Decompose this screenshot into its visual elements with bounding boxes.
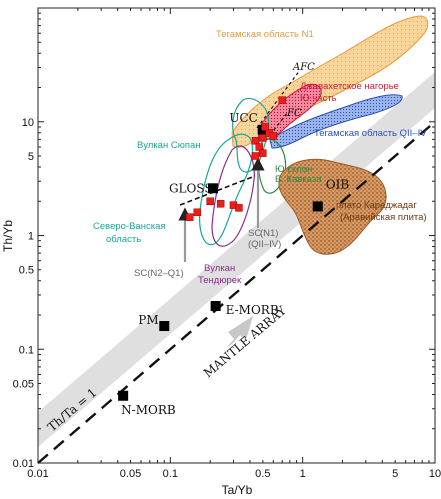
ref-point-oib — [312, 201, 323, 212]
sample-point — [193, 208, 202, 217]
y-tick-label: 10 — [22, 117, 34, 129]
sample-point — [259, 134, 267, 142]
sample-point — [251, 152, 260, 160]
sample-point — [185, 213, 194, 221]
y-tick-label: 1 — [28, 231, 34, 243]
region-label-tegam-q: Тегамская область QII–IV — [314, 128, 427, 139]
region-label-north-van-1: Северо-Ванская — [93, 221, 166, 232]
x-tick-label: 10 — [429, 468, 441, 480]
y-tick-label: 0.01 — [13, 458, 34, 470]
ref-label-oib: OIB — [326, 177, 350, 191]
x-tick-label: 0.5 — [255, 468, 270, 480]
x-tick-label: 0.05 — [120, 468, 141, 480]
label-sc-q: (QII–IV) — [248, 239, 281, 250]
sample-point — [206, 197, 214, 206]
region-label-karadzhadag-1: плато Караджадаг — [336, 200, 417, 211]
region-karadzhadag — [278, 158, 387, 255]
y-axis-title: Th/Yb — [1, 220, 15, 252]
ref-label-n-morb: N-MORB — [121, 403, 176, 417]
x-tick-label: 0.1 — [163, 468, 178, 480]
ref-label-ucc: UCC — [229, 111, 257, 125]
label-fc: FC — [286, 108, 302, 119]
x-tick-label: 0.01 — [27, 468, 48, 480]
sample-point — [216, 200, 225, 208]
y-tick-label: 0.5 — [19, 265, 34, 277]
sample-point — [261, 123, 269, 131]
sample-point — [251, 137, 260, 145]
region-label-tendurek-2: Тендюрек — [198, 275, 242, 286]
sample-point — [269, 132, 278, 140]
th-ta-equality-line — [37, 120, 436, 464]
mantle-array-arrow — [226, 316, 253, 348]
region-label-caucasus-2: Б. Кавказа — [275, 174, 322, 185]
label-afc: AFC — [292, 62, 315, 73]
region-label-tegam-n1: Тегамская область N1 — [216, 29, 314, 40]
x-tick-label: 1 — [300, 468, 306, 480]
y-axis: 0.01 0.05 0.1 0.5 1 5 10 — [13, 12, 435, 470]
region-tendurek — [211, 145, 255, 247]
region-label-tendurek-1: Вулкан — [204, 263, 235, 274]
region-label-north-van-2: область — [106, 234, 141, 245]
reference-points-layer: N-MORB E-MORB PM GLOSS UCC OIB — [118, 111, 349, 417]
region-north-van — [199, 133, 253, 246]
fc-trend-line — [269, 111, 289, 136]
region-label-suphan: Вулкан Сюпан — [137, 140, 201, 151]
region-tegam-q — [269, 94, 403, 149]
region-label-dzhavakheti: Джавахетское нагорье — [300, 81, 399, 92]
region-label-dzhavakheti-2: Ю часть — [300, 93, 337, 104]
y-tick-label: 5 — [28, 151, 34, 163]
ref-point-gloss — [207, 183, 218, 194]
ref-point-pm — [159, 321, 170, 332]
y-tick-label: 0.1 — [19, 344, 34, 356]
region-label-karadzhadag-2: (Аравийская плита) — [340, 212, 427, 223]
sample-point — [259, 149, 267, 157]
ref-point-n-morb — [118, 390, 129, 401]
label-sc-n2q1: SC(N2–Q1) — [134, 268, 184, 279]
region-label-caucasus-1: Ю склон — [275, 164, 312, 175]
x-axis-title: Ta/Yb — [222, 483, 253, 497]
ref-label-gloss: GLOSS — [169, 181, 213, 195]
label-sc-n1: (N1) — [260, 228, 278, 239]
ref-point-e-morb — [210, 301, 221, 312]
samples-layer — [185, 96, 286, 221]
label-sc: SC — [248, 228, 261, 239]
ref-label-e-morb: E-MORB — [226, 303, 279, 317]
sample-point — [235, 204, 243, 212]
x-tick-label: 5 — [392, 468, 398, 480]
sample-point — [278, 96, 286, 104]
ref-label-pm: PM — [138, 313, 158, 327]
x-axis: 0.01 0.05 0.1 0.5 1 5 10 — [27, 8, 441, 480]
y-tick-label: 0.05 — [13, 378, 34, 390]
